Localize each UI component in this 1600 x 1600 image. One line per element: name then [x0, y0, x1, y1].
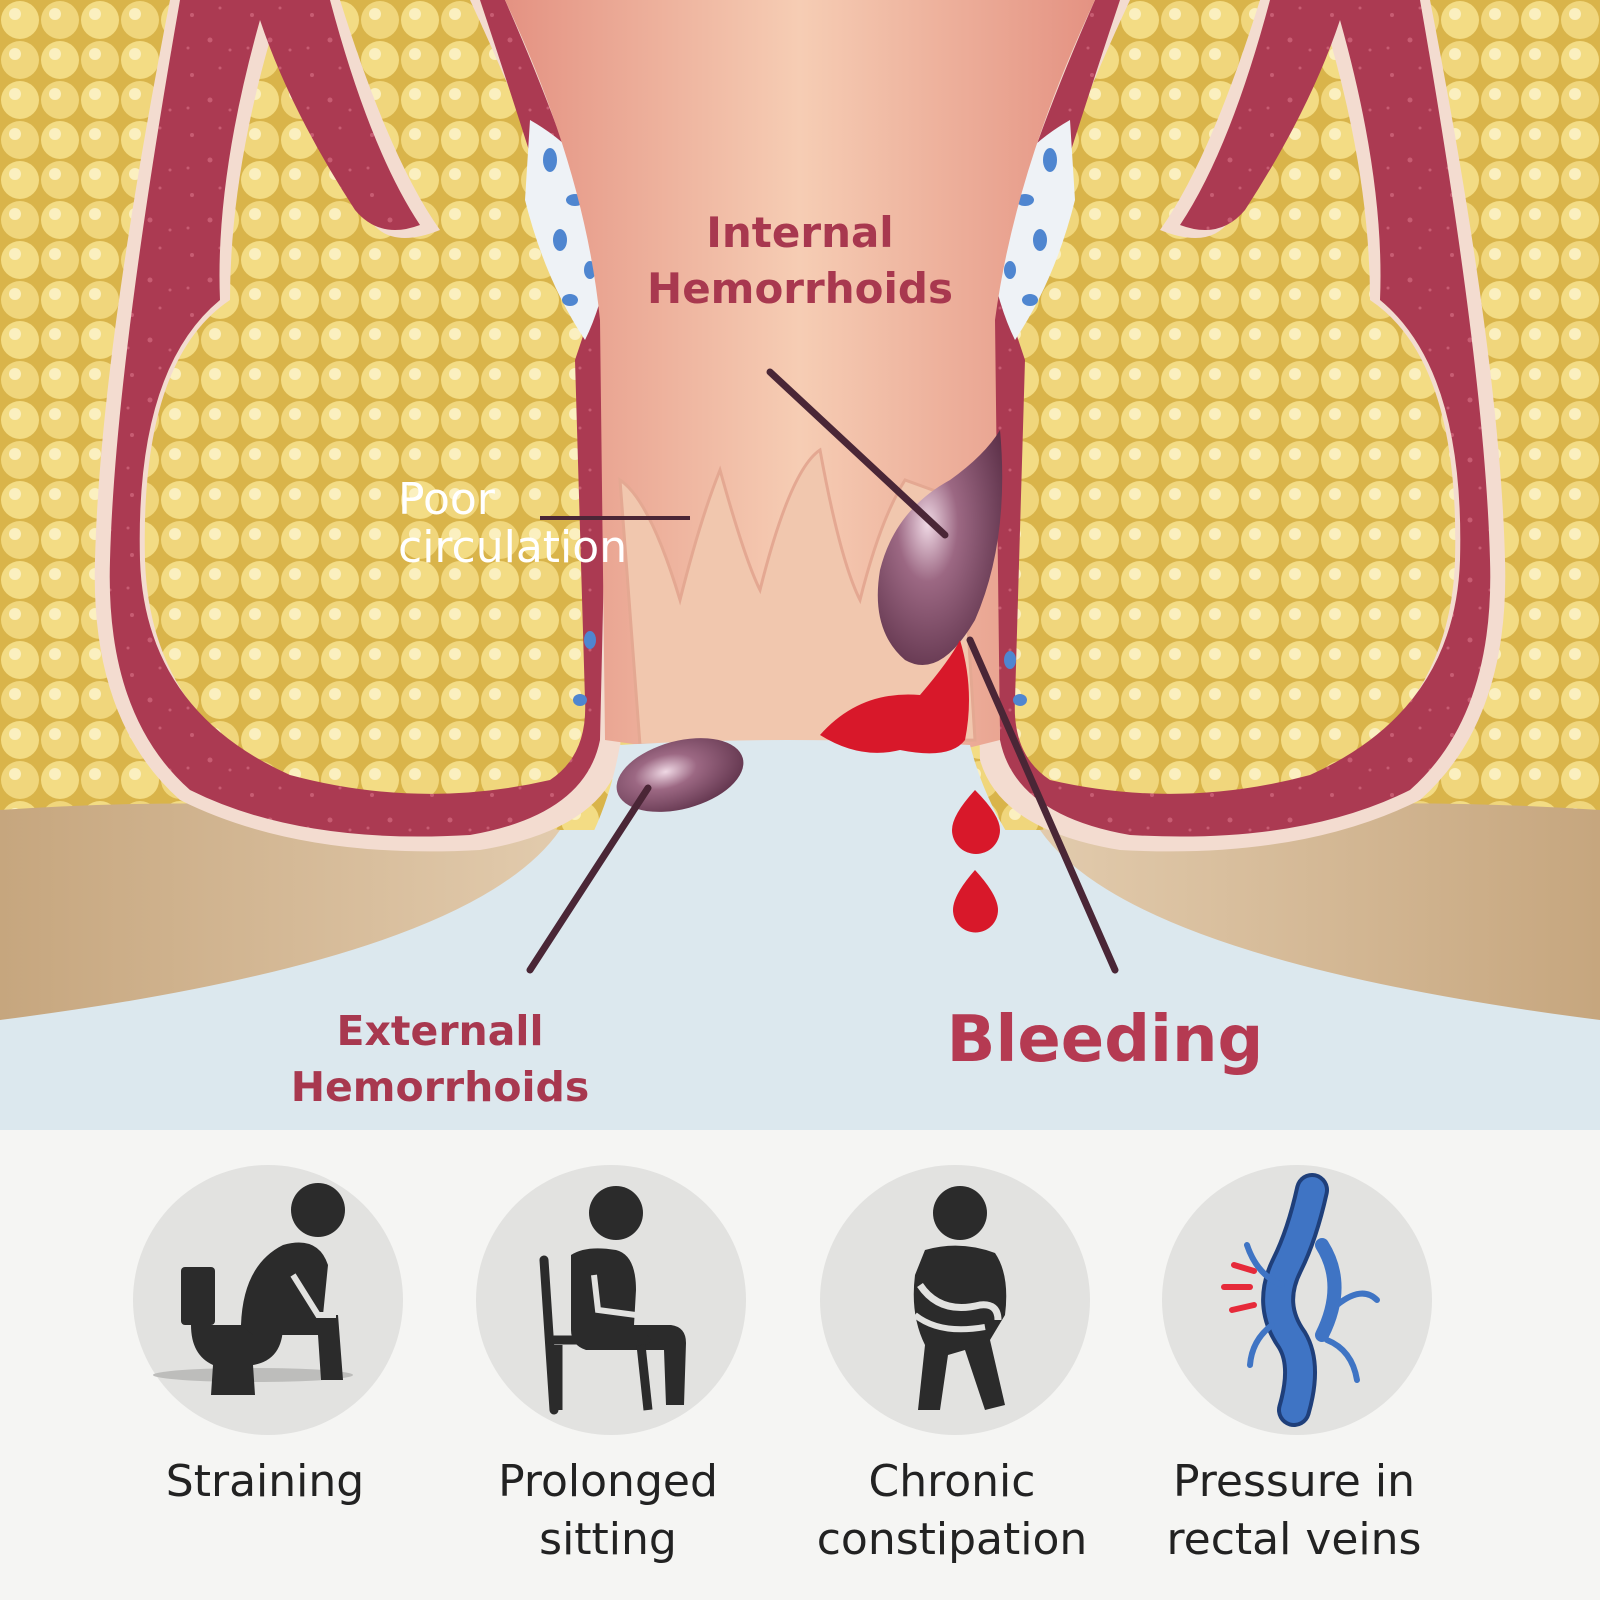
- poor-circulation-label: Poor circulation: [398, 474, 628, 573]
- blood-drop-2: [953, 870, 998, 933]
- anal-columns: [618, 447, 977, 747]
- bleeding-pointer-line: [966, 636, 1119, 974]
- cause-label: Pressure in rectal veins: [1166, 1456, 1422, 1565]
- skin-right: [1040, 803, 1600, 1020]
- anatomy-diagram: [0, 0, 1600, 1130]
- internal-hemorrhoid: [877, 430, 1003, 665]
- external-pointer-line: [526, 784, 652, 974]
- vessel-cells-right: [1000, 148, 1057, 306]
- skin-left: [0, 803, 560, 1020]
- external-hemorrhoids-label: Externall Hemorrhoids: [290, 1007, 590, 1111]
- blood-splatter: [820, 640, 969, 754]
- muscle-right: [990, 0, 1491, 837]
- toilet-straining-icon: [153, 1183, 353, 1395]
- chair-sitting-icon: [539, 1186, 686, 1415]
- vein-pressure-icon: [1221, 1173, 1380, 1427]
- blood-drop-1: [952, 790, 1000, 854]
- internal-pointer-line: [766, 368, 949, 539]
- vessel-pocket-left: [525, 120, 615, 340]
- muscle-left: [109, 0, 610, 837]
- cause-label: Prolonged sitting: [498, 1456, 718, 1565]
- vessel-pocket-right: [985, 120, 1075, 340]
- internal-hemorrhoids-label: Internal Hemorrhoids: [647, 208, 953, 313]
- stomach-pain-icon: [913, 1186, 1007, 1410]
- muscle-wall-left: [94, 0, 631, 852]
- cause-label: Chronic constipation: [816, 1456, 1088, 1565]
- vessel-cells-lower: [573, 631, 1027, 706]
- bleeding-label: Bleeding: [946, 1003, 1264, 1077]
- cause-label: Straining: [165, 1456, 365, 1507]
- muscle-wall-right: [970, 0, 1506, 852]
